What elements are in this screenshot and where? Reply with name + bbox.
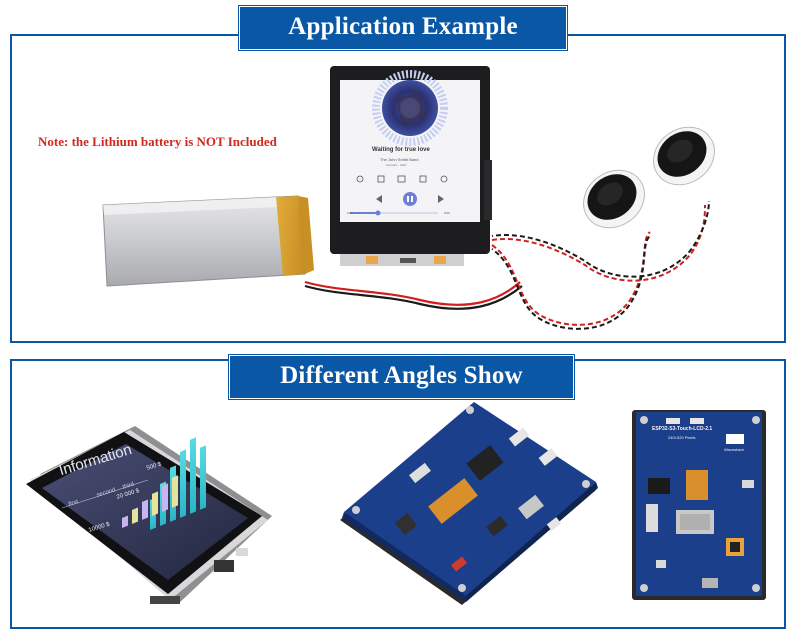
- board-brand-label: Waveshare: [724, 447, 745, 452]
- time-elapsed: 0:01: [347, 211, 353, 215]
- speaker-wires: [491, 200, 710, 330]
- battery-note: Note: the Lithium battery is NOT Include…: [38, 134, 277, 149]
- time-total: 0:06: [444, 211, 450, 215]
- speaker-left: [583, 169, 645, 229]
- speaker-right: [653, 126, 715, 186]
- different-angles-header: Different Angles Show: [228, 354, 575, 400]
- album-info: Acoustic · 1997: [386, 163, 407, 167]
- song-title: Waiting for true love: [372, 147, 430, 153]
- information-display-device: [26, 426, 272, 604]
- board-model-label: ESP32-S3-Touch-LCD-2.1: [652, 426, 713, 432]
- angled-pcb-board: [340, 402, 598, 605]
- music-player-device: [330, 66, 492, 266]
- artist-name: The John Smith Band: [380, 157, 419, 162]
- board-resolution-label: 240×320 Pixels: [668, 435, 696, 440]
- lithium-battery: [102, 195, 314, 287]
- application-example-header: Application Example: [238, 5, 568, 51]
- pcb-back-view: [632, 410, 766, 600]
